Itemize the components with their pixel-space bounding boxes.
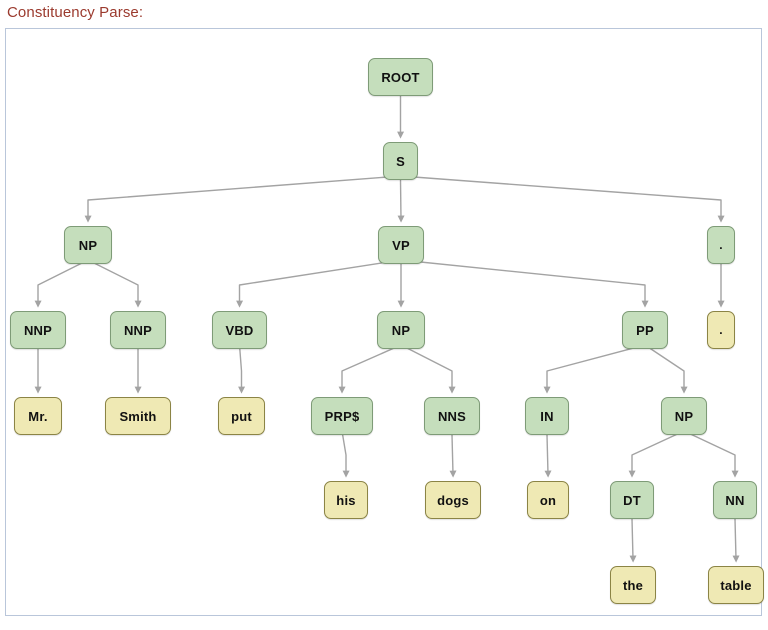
parse-edge [87, 259, 142, 308]
node-label: VBD [225, 322, 254, 338]
node-label: the [622, 577, 644, 593]
parse-edge [400, 175, 725, 223]
node-label: put [231, 408, 252, 424]
parse-tag-node: NNP [110, 311, 166, 349]
node-label: NN [725, 492, 745, 508]
parse-edge [544, 434, 552, 478]
node-label: NNP [123, 322, 153, 338]
node-label: . [719, 238, 723, 252]
node-label: ROOT [381, 69, 420, 85]
parse-tag-node: NP [377, 311, 425, 349]
parse-edge [644, 344, 688, 394]
parse-edge [543, 344, 646, 394]
parse-tag-node: NP [661, 397, 707, 435]
parse-leaf-node: his [324, 481, 368, 519]
parse-tag-node: VP [378, 226, 424, 264]
parse-tag-node: . [707, 226, 735, 264]
node-label: dogs [437, 492, 469, 508]
parse-tag-node: IN [525, 397, 569, 435]
parse-tag-node: DT [610, 481, 654, 519]
parse-edge [397, 179, 405, 223]
parse-tag-node: PRP$ [311, 397, 373, 435]
parse-edge [683, 430, 739, 478]
parse-leaf-node: . [707, 311, 735, 349]
page-title: Constituency Parse: [7, 4, 144, 21]
node-label: PRP$ [324, 408, 360, 424]
parse-tag-node: NN [713, 481, 757, 519]
parse-leaf-node: on [527, 481, 569, 519]
parse-leaf-node: put [218, 397, 265, 435]
parse-edge [400, 259, 649, 308]
parse-leaf-node: Smith [105, 397, 171, 435]
parse-edge [449, 434, 457, 478]
node-label: his [336, 492, 356, 508]
parse-tag-node: NNS [424, 397, 480, 435]
parse-edge [236, 259, 402, 308]
parse-edge [84, 175, 401, 223]
parse-tag-node: VBD [212, 311, 267, 349]
node-label: Smith [119, 408, 157, 424]
node-label: NP [674, 408, 694, 424]
node-label: . [719, 323, 723, 337]
node-label: NP [78, 237, 98, 253]
node-label: S [396, 153, 405, 169]
parse-tag-node: NNP [10, 311, 66, 349]
node-label: DT [623, 492, 641, 508]
parse-edge [400, 344, 456, 394]
parse-edge [341, 430, 350, 478]
node-label: Mr. [28, 408, 48, 424]
parse-tag-node: ROOT [368, 58, 433, 96]
parse-leaf-node: dogs [425, 481, 481, 519]
parse-tree-canvas: ROOT S NP VP. NNP NNP VBD NP PP. Mr. Smith put PRP$ N… [6, 29, 764, 617]
constituency-parse-panel: ROOT S NP VP. NNP NNP VBD NP PP. Mr. Smith put PRP$ N… [5, 28, 764, 617]
parse-leaf-node: table [708, 566, 764, 604]
parse-tag-node: S [383, 142, 418, 180]
parse-tag-node: PP [622, 311, 668, 349]
node-label: table [720, 577, 752, 593]
node-label: NNS [437, 408, 467, 424]
parse-edge [338, 344, 402, 394]
node-label: NNP [23, 322, 53, 338]
parse-edge [732, 518, 740, 563]
parse-leaf-node: the [610, 566, 656, 604]
node-label: VP [392, 237, 410, 253]
node-label: PP [636, 322, 654, 338]
parse-edge [628, 430, 685, 478]
parse-leaf-node: Mr. [14, 397, 62, 435]
node-label: on [539, 492, 557, 508]
node-label: IN [540, 408, 554, 424]
node-label: NP [391, 322, 411, 338]
parse-tag-node: NP [64, 226, 112, 264]
parse-edge [629, 518, 637, 563]
parse-edge [238, 344, 246, 394]
parse-edge [34, 259, 89, 308]
